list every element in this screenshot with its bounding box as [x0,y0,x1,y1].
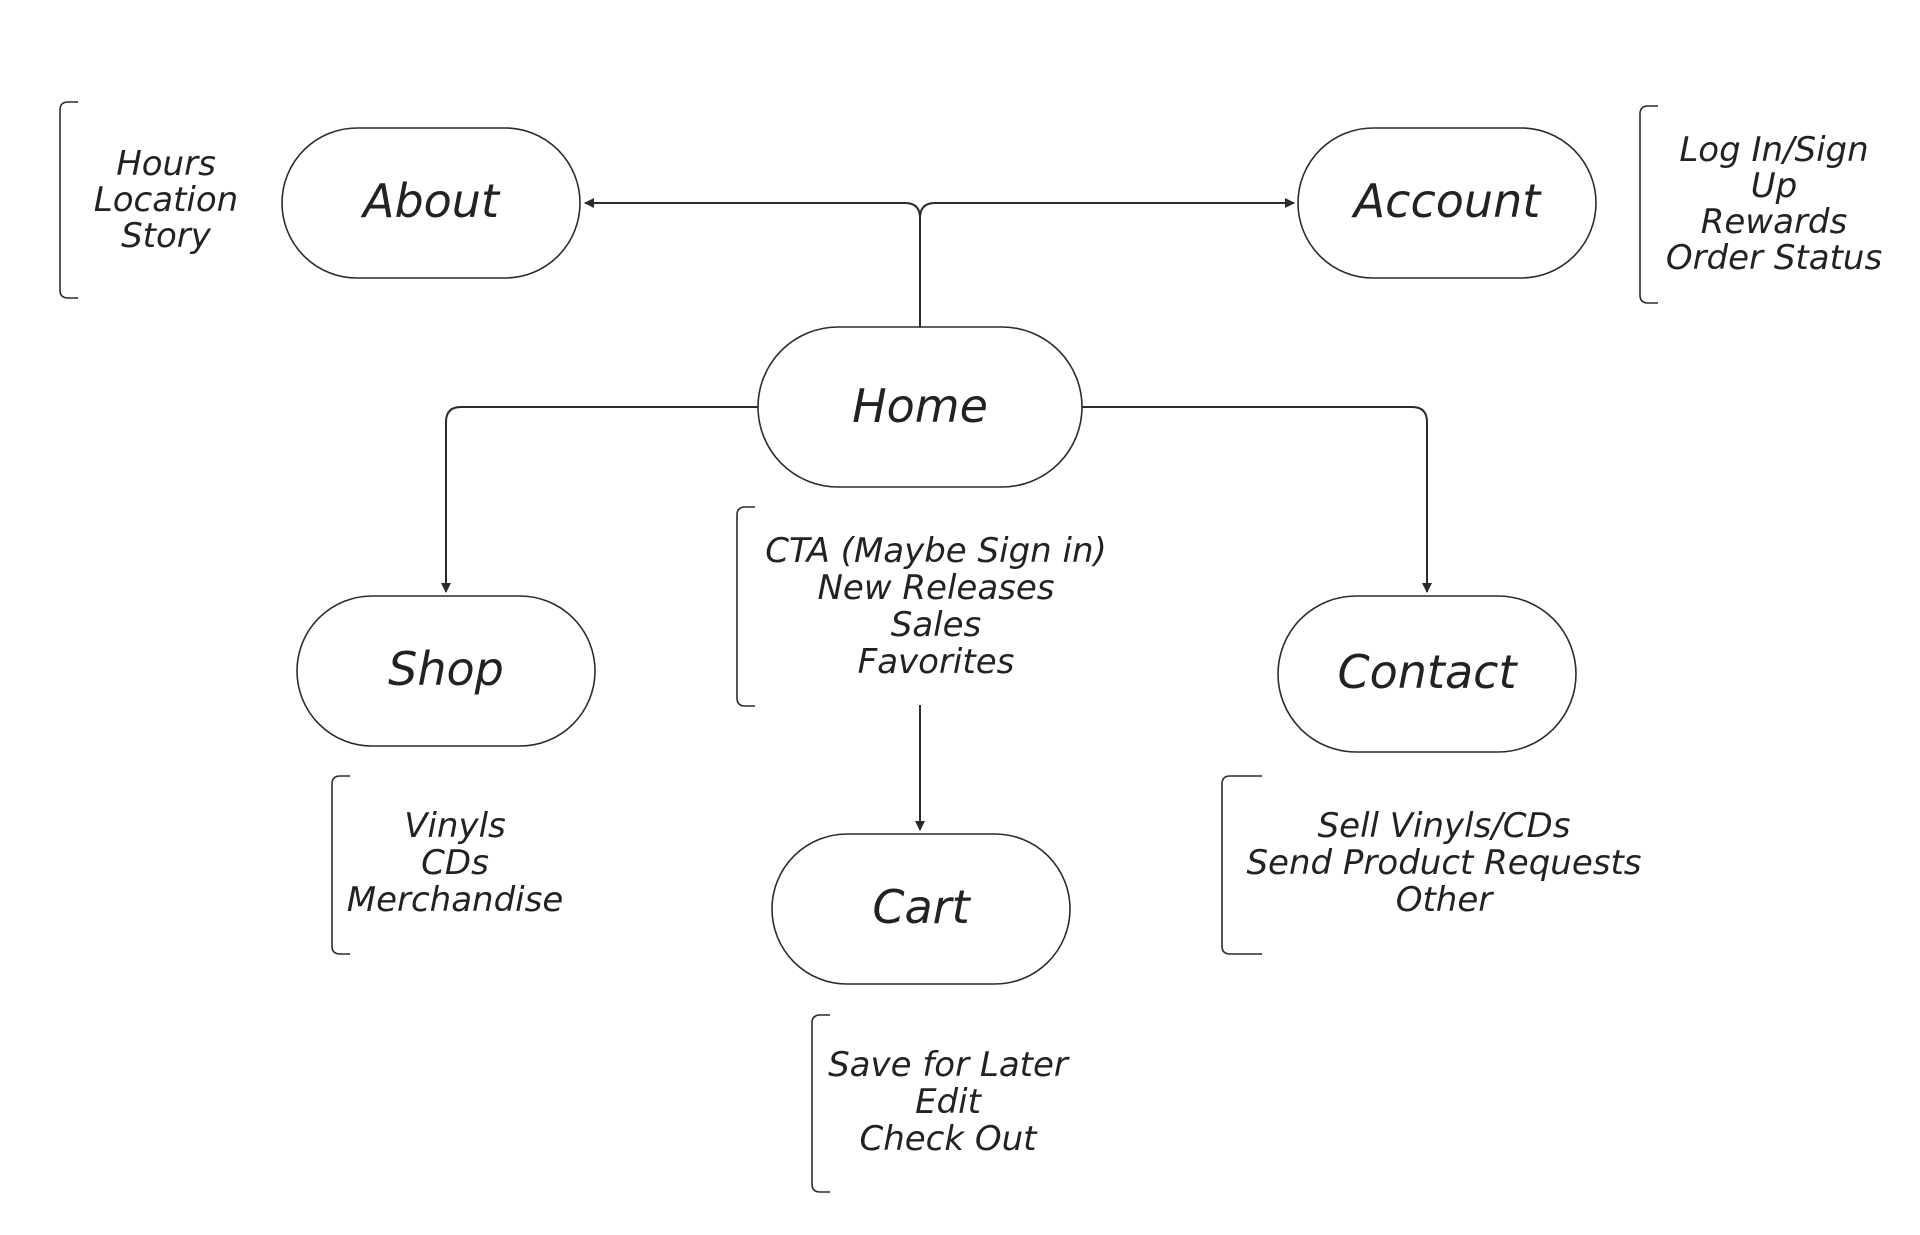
note-contact: Sell Vinyls/CDs Send Product Requests Ot… [1246,806,1641,920]
note-shop-bracket [331,775,350,955]
note-account-line: Order Status [1666,238,1882,278]
note-cart-line: Save for Later [828,1045,1070,1085]
note-account-bracket [1639,105,1658,304]
note-home-line: CTA (Maybe Sign in) [765,531,1107,571]
node-account: Account [1297,127,1597,279]
note-about-bracket [59,101,78,299]
node-contact: Contact [1277,595,1577,753]
note-home-line: New Releases [817,568,1054,608]
note-shop-line: Merchandise [347,880,564,920]
node-home: Home [757,326,1083,488]
node-home-label: Home [852,379,988,433]
node-about-label: About [360,174,501,228]
note-cart-bracket [811,1014,830,1193]
note-cart: Save for Later Edit Check Out [828,1045,1070,1159]
node-about: About [281,127,581,279]
note-shop-line: CDs [421,843,489,883]
node-shop: Shop [296,595,596,747]
node-shop-label: Shop [388,642,504,696]
note-about-line: Story [121,216,212,256]
note-home-line: Favorites [858,642,1015,682]
note-contact-line: Send Product Requests [1246,843,1641,883]
connector-home-shop [441,406,758,593]
note-shop-line: Vinyls [404,806,506,846]
node-cart-label: Cart [872,880,971,934]
note-contact-line: Other [1396,880,1495,920]
note-account-line: Log In/Sign [1679,130,1868,170]
connector-home-contact [1082,406,1432,593]
connector-home-about [584,198,921,327]
note-account-line: Rewards [1701,202,1847,242]
note-about: Hours Location Story [94,144,238,256]
note-about-line: Location [94,180,238,220]
note-shop: Vinyls CDs Merchandise [347,806,564,920]
connector-home-account [919,198,1295,327]
note-home-line: Sales [891,605,982,645]
note-home: CTA (Maybe Sign in) New Releases Sales F… [765,531,1107,682]
note-contact-bracket [1221,775,1262,955]
note-home-bracket [736,506,755,707]
note-account: Log In/Sign Up Rewards Order Status [1666,130,1882,278]
note-cart-line: Check Out [859,1119,1038,1159]
note-cart-line: Edit [915,1082,983,1122]
node-contact-label: Contact [1338,645,1519,699]
note-contact-line: Sell Vinyls/CDs [1318,806,1571,846]
note-account-line: Up [1751,166,1797,206]
node-cart: Cart [771,833,1071,985]
node-account-label: Account [1351,174,1543,228]
note-about-line: Hours [116,144,216,184]
